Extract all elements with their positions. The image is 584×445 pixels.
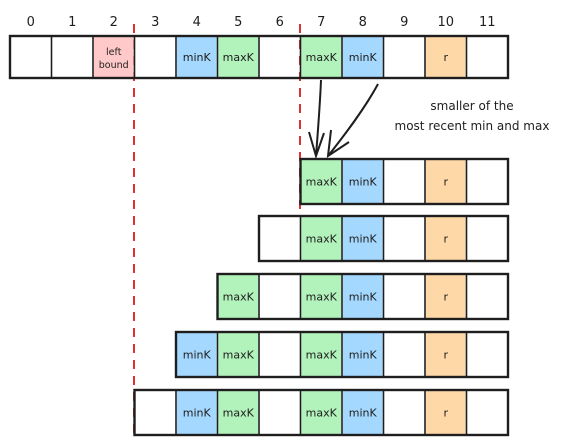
cell-fill-max (301, 333, 341, 376)
row-outline (299, 157, 510, 206)
cell-fill-min (177, 391, 217, 434)
cell-label-max: maxK (306, 233, 338, 246)
index-label: 4 (193, 15, 201, 30)
cell-fill-max (218, 333, 258, 376)
index-label: 10 (437, 15, 454, 30)
cell-fill-left_bound (94, 37, 134, 77)
window-boundaries (133, 24, 301, 440)
cell-fill-r (426, 391, 466, 434)
cell-label-r: r (443, 233, 448, 246)
cell-label-r: r (443, 349, 448, 362)
cell-label-max: maxK (306, 407, 338, 420)
cell-fill-max (218, 275, 258, 318)
cell-label-max: maxK (306, 176, 338, 189)
cell-fill-max (301, 275, 341, 318)
cell-fill-min (343, 333, 383, 376)
cell-label-min: minK (183, 51, 212, 64)
arrow-from-maxk (315, 79, 322, 157)
row-outline (8, 34, 510, 80)
cell-label-min: minK (349, 176, 378, 189)
cell-fill-r (426, 160, 466, 203)
cell-label-min: minK (349, 233, 378, 246)
cell-fill-max (218, 391, 258, 434)
cell-label-max: maxK (306, 51, 338, 64)
cell-fill-min (177, 333, 217, 376)
cell-fill-min (343, 37, 383, 77)
cell-label-max: maxK (223, 51, 255, 64)
cell-label-line: left (106, 47, 122, 58)
index-label: 11 (479, 15, 496, 30)
cell-label-min: minK (183, 349, 212, 362)
annotation-line-2: most recent min and max (395, 119, 550, 133)
cell-label-max: maxK (223, 407, 255, 420)
window-row: maxK minK r (299, 157, 510, 206)
index-label: 2 (110, 15, 118, 30)
window-row: maxK maxK minK r (216, 272, 510, 321)
cell-label-max: maxK (306, 349, 338, 362)
cell-fill-min (177, 37, 217, 77)
row-outline (257, 214, 510, 263)
cell-fill-min (343, 217, 383, 260)
annotation-line-1: smaller of the (430, 99, 513, 113)
arrow-from-annotation (327, 83, 379, 157)
top-array-row: left bound minK maxK maxK minK r (8, 34, 510, 80)
index-label: 8 (359, 15, 367, 30)
cell-fill-r (426, 37, 466, 77)
cell-label-min: minK (349, 349, 378, 362)
cell-fill-max (301, 37, 341, 77)
cell-fill-r (426, 333, 466, 376)
cell-fill-min (343, 275, 383, 318)
cell-fill-r (426, 275, 466, 318)
cell-label-max: maxK (223, 349, 255, 362)
row-outline (133, 388, 510, 437)
window-row: minK maxK maxK minK r (174, 330, 510, 379)
arrows (308, 79, 379, 160)
row-outline (216, 272, 510, 321)
cell-fill-max (301, 217, 341, 260)
arrow-from-maxk-head (308, 131, 325, 160)
cell-fill-r (426, 217, 466, 260)
cell-label-min: minK (349, 407, 378, 420)
cell-fill-max (301, 160, 341, 203)
cell-label-r: r (443, 51, 448, 64)
index-label: 6 (276, 15, 284, 30)
cell-fill-min (343, 160, 383, 203)
cell-fill-max (218, 37, 258, 77)
row-outline (174, 330, 510, 379)
cell-label-r: r (443, 176, 448, 189)
cell-label-max: maxK (223, 291, 255, 304)
index-label: 5 (234, 15, 242, 30)
cell-fill-min (343, 391, 383, 434)
window-row: maxK minK r (257, 214, 510, 263)
arrow-from-annotation-head (326, 129, 350, 159)
window-row: minK maxK maxK minK r (133, 388, 510, 437)
index-label: 3 (151, 15, 159, 30)
index-label: 9 (400, 15, 408, 30)
cell-label-r: r (443, 291, 448, 304)
index-label: 1 (68, 15, 76, 30)
index-label: 0 (27, 15, 35, 30)
cell-label-min: minK (183, 407, 212, 420)
cell-fill-max (301, 391, 341, 434)
index-label: 7 (317, 15, 325, 30)
array-index-labels: 0 1 2 3 4 5 6 7 8 9 10 11 (27, 15, 496, 30)
cell-label-max: maxK (306, 291, 338, 304)
cell-label-r: r (443, 407, 448, 420)
top-array: left bound minK maxK maxK minK r (8, 34, 510, 80)
cell-label-line: bound (99, 60, 129, 71)
cell-label-min: minK (349, 291, 378, 304)
cell-label-min: minK (349, 51, 378, 64)
